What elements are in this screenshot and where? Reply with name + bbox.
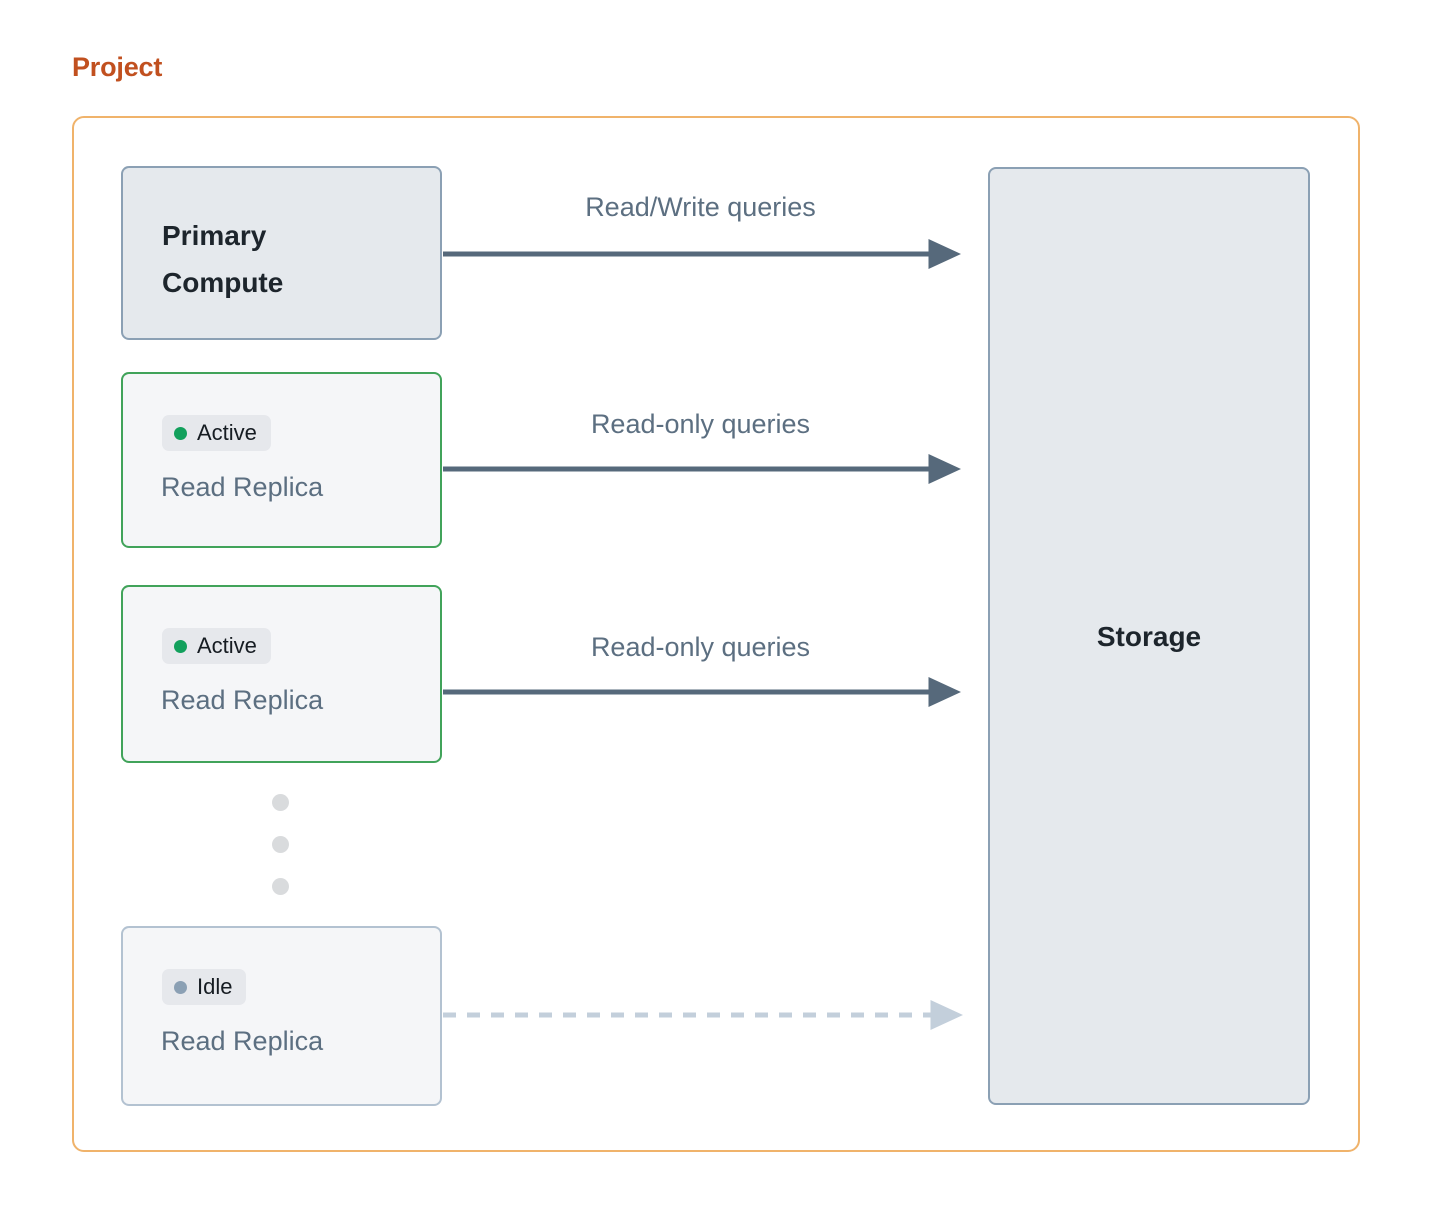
status-dot-icon: [174, 980, 187, 994]
node-read-replica-2[interactable]: Active Read Replica: [121, 585, 442, 763]
read-replica-label: Read Replica: [161, 1026, 324, 1056]
edge-label-read-only-2: Read-only queries: [590, 632, 811, 662]
read-replica-label: Read Replica: [161, 685, 324, 715]
edge-label-read-only-1: Read-only queries: [590, 409, 811, 439]
status-badge-label: Active: [197, 633, 257, 658]
node-primary-compute[interactable]: Primary Compute: [121, 166, 442, 340]
status-badge-label: Active: [197, 420, 257, 445]
status-badge: Active: [162, 628, 271, 664]
ellipsis-dot-icon: [272, 836, 289, 853]
ellipsis-dot-icon: [272, 794, 289, 811]
node-read-replica-3[interactable]: Idle Read Replica: [121, 926, 442, 1106]
status-dot-icon: [174, 639, 187, 653]
node-storage[interactable]: Storage: [988, 167, 1310, 1105]
primary-compute-label: Primary Compute: [162, 220, 284, 299]
status-dot-icon: [174, 426, 187, 440]
read-replica-label: Read Replica: [161, 472, 324, 502]
node-read-replica-1[interactable]: Active Read Replica: [121, 372, 442, 548]
status-badge-label: Idle: [197, 974, 233, 999]
edge-label-read-write: Read/Write queries: [585, 192, 816, 222]
project-title: Project: [72, 52, 163, 82]
status-badge: Active: [162, 415, 271, 451]
storage-label: Storage: [1096, 621, 1202, 652]
ellipsis-dot-icon: [272, 878, 289, 895]
status-badge: Idle: [162, 969, 247, 1005]
